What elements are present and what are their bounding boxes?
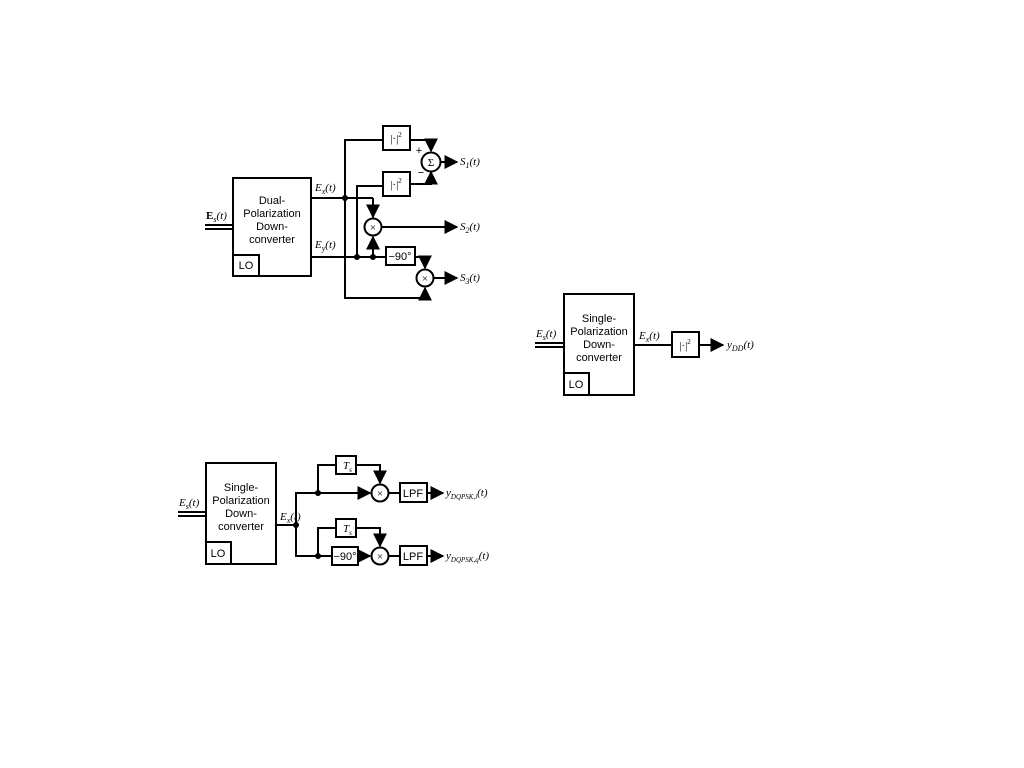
s2-label: S2(t) <box>460 221 480 235</box>
abs-square-block-2 <box>382 171 411 197</box>
multiplier-q <box>370 546 390 566</box>
junction-ex <box>342 195 348 201</box>
to-delay-q <box>317 527 336 556</box>
ex-to-mult-i <box>295 486 372 525</box>
block-a-line-2: Polarization <box>243 208 300 220</box>
plus-sign: + <box>416 145 422 157</box>
multiplier-q-symbol: × <box>377 551 383 563</box>
abs-square-label-b: |·|2 <box>679 338 691 352</box>
junction-ey-2 <box>370 254 376 260</box>
ex-label-a: Ex(t) <box>314 182 336 196</box>
stokes-receiver-diagram: Es(t) Dual- Polarization Down- converter… <box>205 125 480 301</box>
abs-square-label-1: |·|2 <box>390 131 402 145</box>
minus-sign: − <box>418 167 424 179</box>
lo-box-a <box>232 254 260 277</box>
ex-to-mult3 <box>344 198 432 301</box>
direct-detection-diagram: Es(t) Single- Polarization Down- convert… <box>535 293 754 396</box>
to-delay-i <box>317 464 336 493</box>
input-label-a: Es(t) <box>206 210 227 224</box>
multiplier-s3 <box>415 268 435 288</box>
block-b-line-2: Polarization <box>570 326 627 338</box>
block-a-line-3: Down- <box>256 221 288 233</box>
phase-shift-label-a: −90° <box>388 251 411 263</box>
dual-polarization-downconverter-block <box>232 177 312 277</box>
phase-to-mult3 <box>415 255 432 270</box>
s1-label: S1(t) <box>460 156 480 170</box>
abs-square-block-1 <box>382 125 411 151</box>
block-c-line-1: Single- <box>224 482 259 494</box>
phase-shift-label-c: −90° <box>333 551 356 563</box>
delay-i-to-mult <box>356 464 387 485</box>
summer-circle <box>420 151 442 173</box>
delay-label-q: Ts <box>343 523 352 537</box>
abs1-to-sum <box>410 138 438 153</box>
block-a-line-1: Dual- <box>259 195 286 207</box>
ey-label-a: Ey(t) <box>314 239 336 253</box>
block-b-line-4: converter <box>576 352 622 364</box>
abs2-to-sum <box>410 170 438 185</box>
junction-c-split <box>293 522 299 528</box>
junction-c-q <box>315 553 321 559</box>
abs-square-label-2: |·|2 <box>390 177 402 191</box>
block-c-line-4: converter <box>218 521 264 533</box>
input-label-c: Es(t) <box>178 497 200 511</box>
lo-label-b: LO <box>569 379 584 391</box>
lpf-label-q: LPF <box>403 551 423 563</box>
s3-label: S3(t) <box>460 272 480 286</box>
multiplier-s2 <box>363 217 383 237</box>
multiplier-s3-symbol: × <box>422 273 428 285</box>
lo-label-c: LO <box>211 548 226 560</box>
y-dqpsk-q-label: yDQPSK,q(t) <box>445 550 489 564</box>
input-label-b: Es(t) <box>535 328 557 342</box>
ey-to-abs2 <box>356 185 383 257</box>
lo-box-b <box>563 372 590 396</box>
ex-to-phase-q <box>295 525 332 557</box>
delay-q-to-mult <box>356 527 387 548</box>
block-a-line-4: converter <box>249 234 295 246</box>
block-b-line-1: Single- <box>582 313 617 325</box>
delay-label-i: Ts <box>343 460 352 474</box>
ex-to-abs1 <box>344 139 383 198</box>
lo-label-a: LO <box>239 260 254 272</box>
multiplier-i-symbol: × <box>377 488 383 500</box>
y-dqpsk-i-label: yDQPSK,i(t) <box>445 487 488 501</box>
block-c-line-2: Polarization <box>212 495 269 507</box>
lpf-label-i: LPF <box>403 488 423 500</box>
multiplier-s2-symbol: × <box>370 222 376 234</box>
lo-box-c <box>205 541 232 565</box>
junction-ey-1 <box>354 254 360 260</box>
block-b-line-3: Down- <box>583 339 615 351</box>
sum-symbol: Σ <box>428 157 434 169</box>
ex-label-b: Ex(t) <box>638 330 660 344</box>
ydd-label: yDD(t) <box>726 339 754 353</box>
junction-c-i <box>315 490 321 496</box>
multiplier-i <box>370 483 390 503</box>
dqpsk-receiver-diagram: Es(t) Single- Polarization Down- convert… <box>178 455 489 566</box>
block-c-line-3: Down- <box>225 508 257 520</box>
